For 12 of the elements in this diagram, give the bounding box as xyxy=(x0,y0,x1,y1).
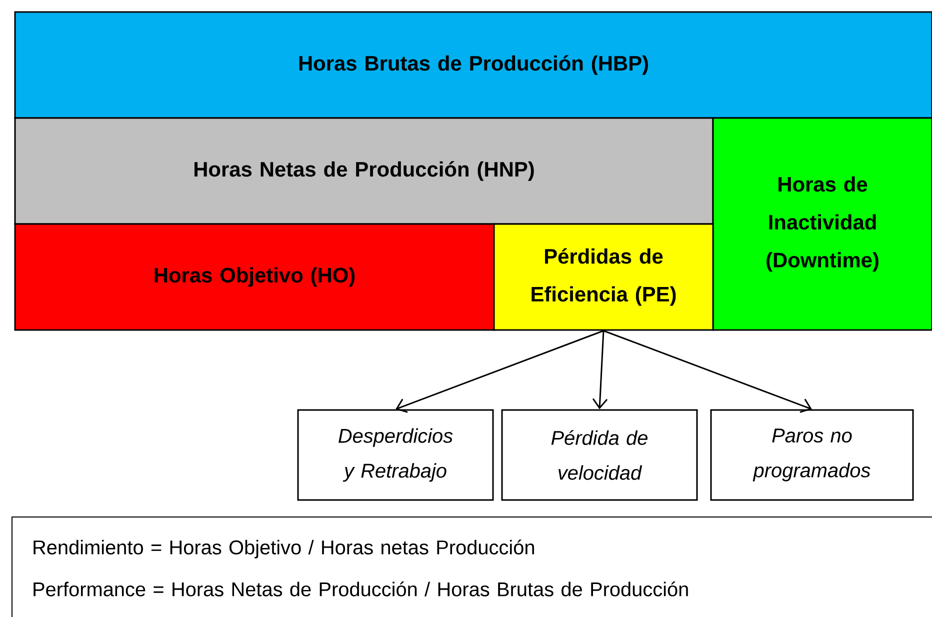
loss-type-box: Pérdida de velocidad xyxy=(501,409,698,501)
category-block: Horas de Inactividad (Downtime) xyxy=(712,117,932,331)
category-block: Horas Objetivo (HO) xyxy=(14,223,495,331)
category-block: Horas Netas de Producción (HNP) xyxy=(14,117,714,225)
loss-type-box: Paros no programados xyxy=(710,409,914,501)
arrow xyxy=(396,330,604,413)
arrow xyxy=(603,330,812,413)
category-block: Horas Brutas de Producción (HBP) xyxy=(14,11,932,119)
loss-type-box: Desperdicios y Retrabajo xyxy=(297,409,494,501)
arrow xyxy=(592,330,608,410)
category-block: Pérdidas de Eficiencia (PE) xyxy=(493,223,714,331)
formula-box: Rendimiento = Horas Objetivo / Horas netas Producción Performance = Horas Netas de Producción / Horas Brutas de Producción xyxy=(12,516,932,617)
